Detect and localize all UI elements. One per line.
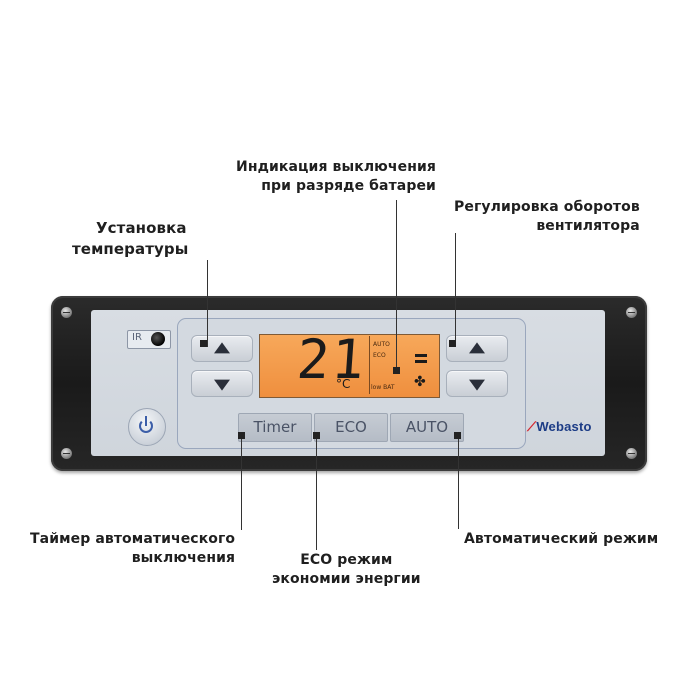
power-icon-line: [145, 416, 147, 426]
leader-dot: [449, 340, 456, 347]
callout-line: выключения: [131, 550, 236, 566]
leader-line: [396, 200, 397, 373]
auto-button[interactable]: AUTO: [390, 413, 464, 442]
fan-speed-up-button[interactable]: [446, 335, 508, 362]
callout-line: Автоматический режим: [464, 531, 659, 547]
ir-receiver: IR: [127, 330, 171, 349]
lcd-low-battery-indicator: low BAT: [371, 384, 395, 391]
callout-line: Регулировка оборотов: [454, 199, 640, 215]
screw-icon: [626, 448, 637, 459]
callout-line: Установка: [96, 219, 187, 237]
temperature-up-button[interactable]: [191, 335, 253, 362]
lcd-display: [259, 334, 440, 398]
leader-dot: [393, 367, 400, 374]
callout-line: Таймер автоматического: [30, 531, 236, 547]
leader-line: [316, 437, 317, 550]
screw-icon: [61, 448, 72, 459]
temperature-down-button[interactable]: [191, 370, 253, 397]
logo-mark-icon: ⟋: [527, 419, 537, 434]
timer-button[interactable]: Timer: [238, 413, 312, 442]
leader-line: [455, 233, 456, 345]
arrow-up-icon: [469, 341, 485, 353]
lcd-divider: [369, 336, 370, 394]
callout-line: вентилятора: [536, 218, 640, 234]
leader-dot: [238, 432, 245, 439]
callout-auto: Автоматический режим: [464, 530, 658, 549]
brand-name: Webasto: [536, 419, 592, 434]
fan-level-bars: [415, 354, 427, 366]
callout-battery-indicator: Индикация выключения при разряде батареи: [236, 158, 436, 196]
power-button[interactable]: [128, 408, 166, 446]
eco-button[interactable]: ECO: [314, 413, 388, 442]
callout-line: температуры: [72, 240, 189, 258]
arrow-down-icon: [214, 379, 230, 391]
callout-eco: ECO режим экономии энергии: [272, 551, 421, 589]
lcd-auto-indicator: AUTO: [373, 341, 390, 348]
callout-line: Индикация выключения: [236, 159, 436, 175]
webasto-logo: ⟋Webasto: [527, 419, 592, 435]
screw-icon: [626, 307, 637, 318]
callout-line: экономии энергии: [272, 571, 421, 587]
leader-line: [241, 437, 242, 530]
callout-line: при разряде батареи: [261, 178, 436, 194]
screw-icon: [61, 307, 72, 318]
temperature-readout: 21: [294, 328, 369, 391]
leader-dot: [200, 340, 207, 347]
leader-dot: [454, 432, 461, 439]
power-icon: [139, 419, 153, 433]
fan-icon: ✤: [414, 374, 426, 390]
callout-line: ECO режим: [300, 552, 393, 568]
leader-dot: [313, 432, 320, 439]
callout-timer: Таймер автоматического выключения: [30, 530, 235, 568]
temperature-unit: °C: [336, 377, 351, 391]
callout-fan-speed: Регулировка оборотов вентилятора: [454, 198, 640, 236]
lcd-eco-indicator: ECO: [373, 352, 386, 359]
arrow-up-icon: [214, 341, 230, 353]
leader-line: [207, 260, 208, 347]
ir-sensor-icon: [151, 332, 165, 346]
leader-line: [458, 437, 459, 529]
arrow-down-icon: [469, 379, 485, 391]
ir-label: IR: [132, 332, 142, 343]
fan-speed-down-button[interactable]: [446, 370, 508, 397]
callout-temperature-setting: Установка температуры: [72, 218, 188, 260]
